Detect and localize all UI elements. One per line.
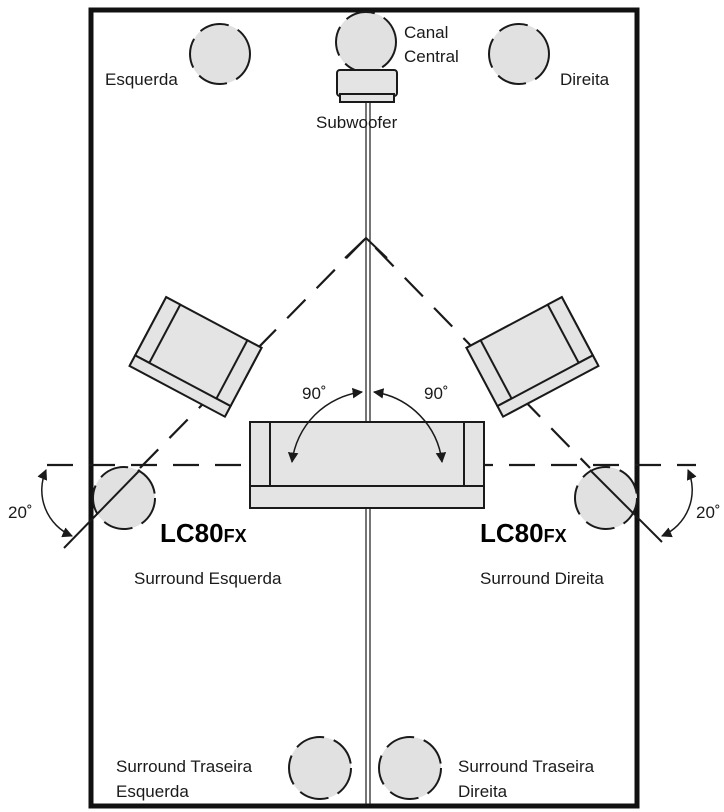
speaker-rear-left	[288, 736, 352, 800]
model-label-right: LC80FX	[480, 518, 567, 548]
label-surround-right: Surround Direita	[480, 569, 604, 588]
speaker-center	[335, 11, 397, 73]
tilt-line-left	[63, 469, 141, 549]
speaker-rear-right	[378, 736, 442, 800]
model-label-left: LC80FX	[160, 518, 247, 548]
speaker-surround-left	[92, 466, 156, 530]
label-center-line2: Central	[404, 47, 459, 66]
label-left: Esquerda	[105, 70, 178, 89]
label-surround-left: Surround Esquerda	[134, 569, 282, 588]
label-subwoofer: Subwoofer	[316, 113, 398, 132]
room-outline	[88, 7, 640, 809]
model-right-main: LC80	[480, 518, 544, 548]
sofa	[249, 421, 485, 509]
tilt-label-left: 20˚	[8, 503, 33, 522]
triangle-apex	[344, 236, 388, 259]
tilt-line-right	[589, 469, 663, 543]
model-right-suffix: FX	[544, 526, 567, 546]
armchair-right	[465, 295, 600, 419]
tilt-label-right: 20˚	[696, 503, 721, 522]
speaker-surround-right	[574, 466, 638, 530]
label-rear-left-line2: Esquerda	[116, 782, 189, 801]
label-rear-left-line1: Surround Traseira	[116, 757, 253, 776]
angle-label-left: 90˚	[302, 384, 327, 403]
speaker-right	[488, 23, 550, 85]
speaker-left	[189, 23, 251, 85]
angle-arc-right	[372, 388, 447, 464]
armchair-left	[128, 295, 263, 419]
angle-label-right: 90˚	[424, 384, 449, 403]
model-left-suffix: FX	[224, 526, 247, 546]
label-rear-right-line1: Surround Traseira	[458, 757, 595, 776]
angle-arc-left	[287, 387, 364, 464]
model-left-main: LC80	[160, 518, 224, 548]
tilt-arc-left	[37, 469, 73, 538]
subwoofer-icon	[336, 69, 398, 103]
label-rear-right-line2: Direita	[458, 782, 508, 801]
tilt-arc-right	[661, 469, 697, 538]
label-center-line1: Canal	[404, 23, 448, 42]
label-right: Direita	[560, 70, 610, 89]
